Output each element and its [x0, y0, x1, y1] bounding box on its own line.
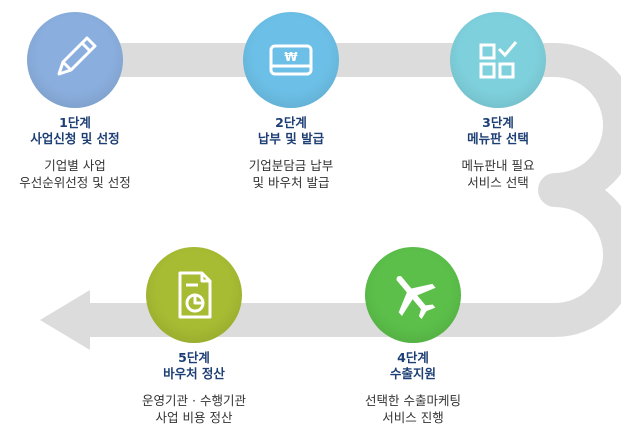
- airplane-icon: [396, 276, 436, 320]
- step-5-desc-line-2: 사업 비용 정산: [155, 410, 233, 425]
- step-5-title: 5단계 바우처 정산: [94, 350, 294, 382]
- step-3-stage: 3단계: [482, 115, 514, 130]
- step-2-name: 납부 및 발급: [257, 131, 325, 146]
- checklist-grid-icon: [479, 41, 518, 79]
- won-symbol: ₩: [284, 50, 298, 64]
- step-1-circle: [27, 12, 123, 108]
- step-1-name: 사업신청 및 선정: [30, 131, 120, 146]
- step-2-circle: ₩: [243, 12, 339, 108]
- step-2: ₩ 2단계 납부 및 발급 기업분담금 납부 및 바우처 발급: [191, 12, 391, 191]
- step-5-name: 바우처 정산: [163, 366, 225, 381]
- step-2-title: 2단계 납부 및 발급: [191, 115, 391, 147]
- step-4: 4단계 수출지원 선택한 수출마케팅 서비스 진행: [313, 247, 513, 426]
- step-1-description: 기업별 사업 우선순위선정 및 선정: [0, 157, 175, 191]
- step-2-desc-line-1: 기업분담금 납부: [248, 158, 334, 173]
- step-2-desc-line-2: 및 바우처 발급: [252, 175, 330, 190]
- step-4-name: 수출지원: [389, 366, 436, 381]
- step-3-desc-line-2: 서비스 선택: [467, 175, 529, 190]
- step-5-desc-line-1: 운영기관 · 수행기관: [142, 393, 246, 408]
- won-card-icon: ₩: [269, 44, 313, 76]
- step-5-description: 운영기관 · 수행기관 사업 비용 정산: [94, 392, 294, 426]
- step-2-stage: 2단계: [275, 115, 307, 130]
- step-3-title: 3단계 메뉴판 선택: [398, 115, 598, 147]
- pencil-icon: [57, 36, 97, 76]
- step-1-desc-line-1: 기업별 사업: [44, 158, 106, 173]
- step-1-title: 1단계 사업신청 및 선정: [0, 115, 175, 147]
- step-3-name: 메뉴판 선택: [467, 131, 529, 146]
- step-1: 1단계 사업신청 및 선정 기업별 사업 우선순위선정 및 선정: [0, 12, 175, 191]
- step-3-description: 메뉴판내 필요 서비스 선택: [398, 157, 598, 191]
- step-4-stage: 4단계: [397, 350, 429, 365]
- step-3: 3단계 메뉴판 선택 메뉴판내 필요 서비스 선택: [398, 12, 598, 191]
- step-3-circle: [450, 12, 546, 108]
- step-4-desc-line-2: 서비스 진행: [382, 410, 444, 425]
- document-chart-icon: [178, 271, 212, 319]
- step-4-circle: [365, 247, 461, 343]
- step-4-desc-line-1: 선택한 수출마케팅: [365, 393, 461, 408]
- step-4-description: 선택한 수출마케팅 서비스 진행: [313, 392, 513, 426]
- step-5: 5단계 바우처 정산 운영기관 · 수행기관 사업 비용 정산: [94, 247, 294, 426]
- step-1-stage: 1단계: [59, 115, 91, 130]
- step-2-description: 기업분담금 납부 및 바우처 발급: [191, 157, 391, 191]
- step-1-desc-line-2: 우선순위선정 및 선정: [19, 175, 131, 190]
- step-4-title: 4단계 수출지원: [313, 350, 513, 382]
- step-5-circle: [146, 247, 242, 343]
- step-3-desc-line-1: 메뉴판내 필요: [461, 158, 535, 173]
- step-5-stage: 5단계: [178, 350, 210, 365]
